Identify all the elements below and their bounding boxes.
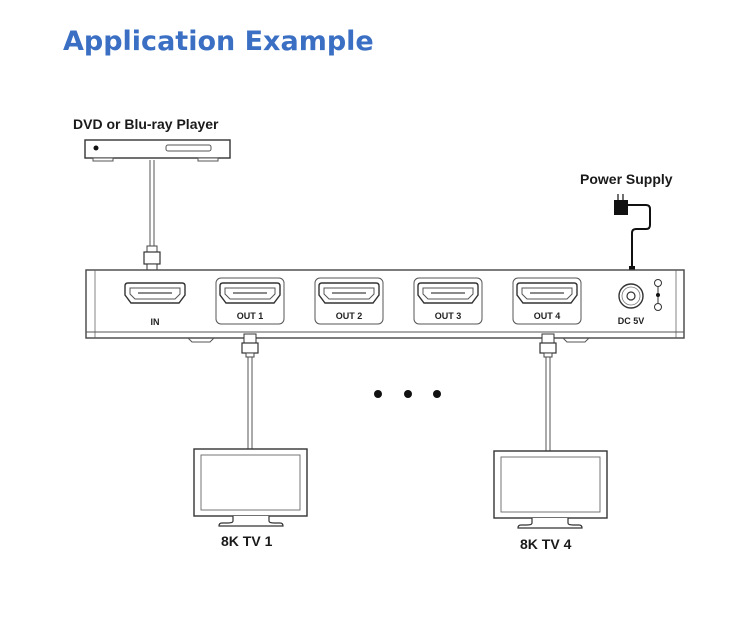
tv-4-icon xyxy=(493,450,608,529)
hdmi-port-out1 xyxy=(215,277,285,325)
hdmi-port-out3 xyxy=(413,277,483,325)
output-cable-4 xyxy=(539,333,557,451)
port-label-out3: OUT 3 xyxy=(434,311,462,321)
power-adapter-icon xyxy=(614,194,651,275)
source-cable xyxy=(143,160,161,271)
tv-1-icon xyxy=(193,448,308,527)
power-supply-label: Power Supply xyxy=(580,171,673,187)
port-label-out1: OUT 1 xyxy=(236,311,264,321)
dc-power-jack xyxy=(618,283,644,309)
tv-4-label: 8K TV 4 xyxy=(520,536,572,552)
output-cable-1 xyxy=(241,333,259,450)
hdmi-port-out2 xyxy=(314,277,384,325)
source-label: DVD or Blu-ray Player xyxy=(73,116,219,132)
tv-1-label: 8K TV 1 xyxy=(221,533,273,549)
dc-5v-label: DC 5V xyxy=(617,316,645,326)
polarity-symbol-icon xyxy=(654,279,662,311)
hdmi-port-out4 xyxy=(512,277,582,325)
port-label-out2: OUT 2 xyxy=(335,311,363,321)
hdmi-port-in xyxy=(124,282,186,304)
port-label-out4: OUT 4 xyxy=(533,311,561,321)
ellipsis-dots xyxy=(374,390,441,398)
port-label-in: IN xyxy=(150,317,160,327)
splitter-device xyxy=(85,269,685,343)
dvd-player-icon xyxy=(84,139,231,162)
page-title: Application Example xyxy=(63,26,374,57)
